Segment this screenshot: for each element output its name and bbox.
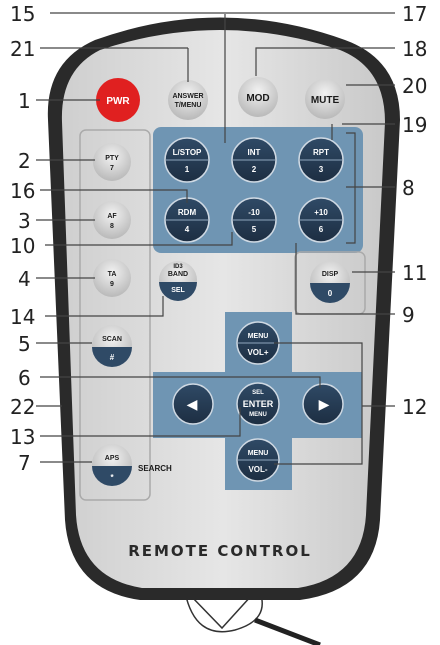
search-label: SEARCH xyxy=(138,464,172,473)
callout-22: 22 xyxy=(10,395,35,419)
scan-button[interactable]: SCAN # xyxy=(92,325,132,367)
right-arrow-icon: ▶ xyxy=(319,396,330,412)
key-5-bottom: 5 xyxy=(252,225,257,234)
mod-button[interactable]: MOD xyxy=(238,77,278,117)
key-2[interactable]: INT 2 xyxy=(231,137,277,183)
callout-3: 3 xyxy=(18,209,31,233)
enter-button[interactable]: SEL ENTER MENU xyxy=(236,382,280,426)
callout-16: 16 xyxy=(10,179,35,203)
callout-14: 14 xyxy=(10,305,35,329)
vol-down-label: VOL- xyxy=(248,465,267,474)
left-key-panel xyxy=(79,129,151,501)
pwr-label: PWR xyxy=(106,96,130,107)
right-arrow-button[interactable]: ▶ xyxy=(302,383,344,425)
vol-up-button[interactable]: MENU VOL+ xyxy=(236,321,280,365)
aps-label-top: APS xyxy=(105,455,120,462)
left-arrow-icon: ◀ xyxy=(187,396,198,412)
callout-7: 7 xyxy=(18,451,31,475)
key-2-top: INT xyxy=(248,148,261,157)
key-6-top: +10 xyxy=(314,208,328,217)
enter-sel-label: SEL xyxy=(252,390,264,396)
callout-13: 13 xyxy=(10,425,35,449)
callout-9: 9 xyxy=(402,303,415,327)
pty-label-bottom: 7 xyxy=(110,165,114,172)
key-6-bottom: 6 xyxy=(319,225,324,234)
callout-8: 8 xyxy=(402,176,415,200)
callout-2: 2 xyxy=(18,149,31,173)
callout-12: 12 xyxy=(402,395,427,419)
mute-label: MUTE xyxy=(311,95,340,106)
callout-20: 20 xyxy=(402,74,427,98)
key-3[interactable]: RPT 3 xyxy=(298,137,344,183)
enter-label: ENTER xyxy=(243,399,274,409)
key-4-bottom: 4 xyxy=(185,225,190,234)
scan-label-bottom: # xyxy=(110,353,115,362)
band-id3-label: ID3 xyxy=(173,264,183,270)
callout-18: 18 xyxy=(402,37,427,61)
key-3-bottom: 3 xyxy=(319,165,324,174)
callout-19: 19 xyxy=(402,113,427,137)
scan-label-top: SCAN xyxy=(102,336,122,343)
callout-numbers: 15 17 21 18 1 20 19 2 16 8 3 10 11 4 14 … xyxy=(10,2,427,475)
aps-label-bottom: * xyxy=(110,473,114,482)
callout-17: 17 xyxy=(402,2,427,26)
disp-button[interactable]: DISP 0 xyxy=(310,261,350,303)
disp-label-top: DISP xyxy=(322,271,339,278)
remote-control-title: REMOTE CONTROL xyxy=(128,542,312,560)
pty-label-top: PTY xyxy=(105,155,119,162)
key-1-top: L/STOP xyxy=(173,148,202,157)
lanyard xyxy=(184,591,321,645)
callout-1: 1 xyxy=(18,89,31,113)
af-button[interactable]: AF 8 xyxy=(93,201,131,239)
vol-down-menu-label: MENU xyxy=(248,450,269,457)
ta-label-top: TA xyxy=(108,271,117,278)
disp-label-bottom: 0 xyxy=(328,289,333,298)
band-label-bottom: SEL xyxy=(171,287,185,294)
ta-button[interactable]: TA 9 xyxy=(93,259,131,297)
key-2-bottom: 2 xyxy=(252,165,257,174)
aps-button[interactable]: APS * xyxy=(92,444,132,486)
callout-6: 6 xyxy=(18,366,31,390)
vol-up-label: VOL+ xyxy=(247,348,268,357)
af-label-top: AF xyxy=(107,213,117,220)
callout-15: 15 xyxy=(10,2,35,26)
vol-up-menu-label: MENU xyxy=(248,333,269,340)
band-label-top: BAND xyxy=(168,271,188,278)
ta-label-bottom: 9 xyxy=(110,281,114,288)
mute-button[interactable]: MUTE xyxy=(305,79,345,119)
key-4[interactable]: RDM 4 xyxy=(164,197,210,243)
key-4-top: RDM xyxy=(178,208,197,217)
callout-5: 5 xyxy=(18,332,31,356)
callout-11: 11 xyxy=(402,261,427,285)
left-arrow-button[interactable]: ◀ xyxy=(172,383,214,425)
af-label-bottom: 8 xyxy=(110,223,114,230)
band-button[interactable]: ID3 BAND SEL xyxy=(159,261,197,301)
answer-label-top: ANSWER xyxy=(172,93,203,100)
mod-label: MOD xyxy=(246,93,269,104)
key-1-bottom: 1 xyxy=(185,165,190,174)
key-3-top: RPT xyxy=(313,148,329,157)
key-5-top: -10 xyxy=(248,208,260,217)
key-5[interactable]: -10 5 xyxy=(231,197,277,243)
answer-label-bottom: T/MENU xyxy=(175,102,202,109)
leader-lines xyxy=(36,12,395,465)
answer-button[interactable]: ANSWER T/MENU xyxy=(168,80,208,120)
callout-21: 21 xyxy=(10,37,35,61)
callout-10: 10 xyxy=(10,234,35,258)
callout-4: 4 xyxy=(18,267,31,291)
pwr-button[interactable]: PWR xyxy=(96,78,140,122)
key-6[interactable]: +10 6 xyxy=(298,197,344,243)
key-1[interactable]: L/STOP 1 xyxy=(164,137,210,183)
pty-button[interactable]: PTY 7 xyxy=(93,143,131,181)
vol-down-button[interactable]: MENU VOL- xyxy=(236,438,280,482)
enter-menu-label: MENU xyxy=(249,412,267,418)
